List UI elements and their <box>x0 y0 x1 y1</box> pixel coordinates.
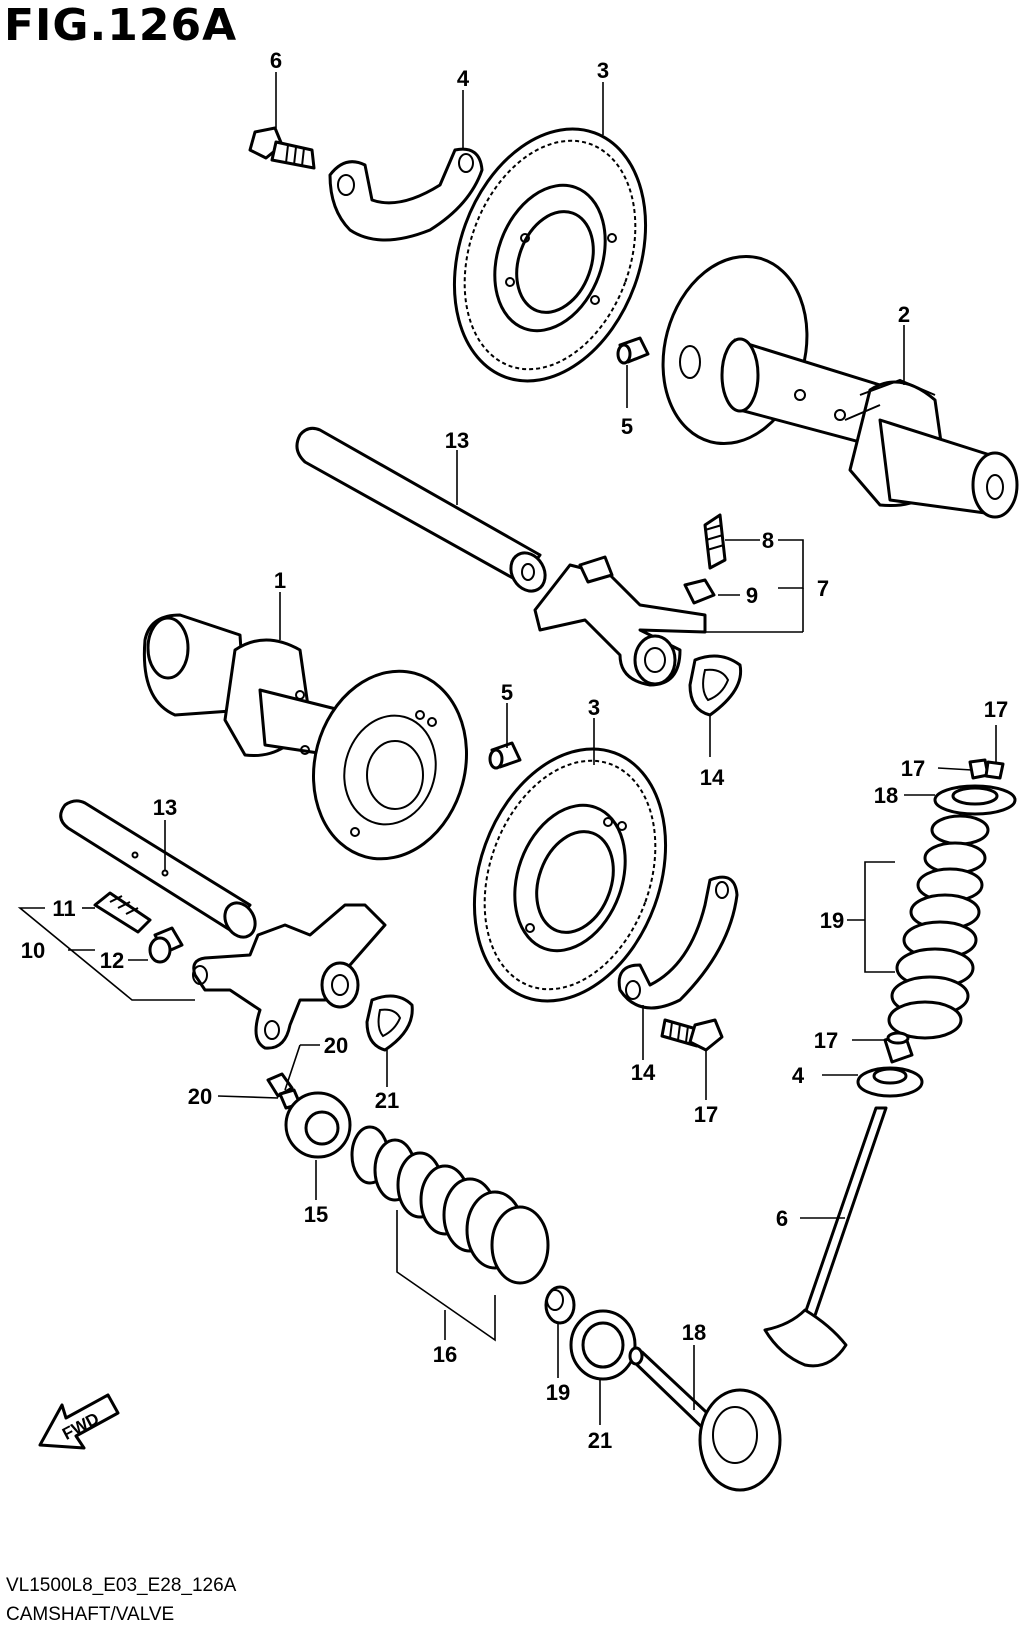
part-13-rocker-shaft-lower <box>59 799 257 939</box>
part-20-seat-left <box>569 1309 637 1381</box>
callout-20: 21 <box>588 1428 612 1453</box>
callout-4: 4 <box>457 66 470 91</box>
part-19-spring-right <box>887 814 990 1040</box>
callout-21: 17 <box>814 1028 838 1053</box>
part-19-spring-left <box>350 1125 550 1285</box>
callout-17: 20 <box>188 1084 212 1109</box>
part-14-retainer-lower <box>365 994 414 1052</box>
callout-13: 13 <box>445 428 469 453</box>
callout-5: 5 <box>621 414 633 439</box>
callout-9: 9 <box>746 583 758 608</box>
part-5-pin-top <box>616 336 650 365</box>
part-6-bolt-lower <box>660 1018 724 1052</box>
part-10-rocker-arm-lower <box>93 891 387 1050</box>
callout-8: 8 <box>762 528 774 553</box>
callout-11: 11 <box>52 896 75 921</box>
part-16-valve-left <box>628 1346 782 1492</box>
callout-1: 1 <box>274 568 286 593</box>
callout-19: 19 <box>820 908 844 933</box>
callout-5: 5 <box>501 680 513 705</box>
callout-7: 7 <box>817 576 829 601</box>
callout-15: 6 <box>776 1206 788 1231</box>
callout-2: 2 <box>898 302 910 327</box>
callout-3: 3 <box>597 58 609 83</box>
part-15-valve-right <box>763 1106 888 1368</box>
callout-3: 3 <box>588 695 600 720</box>
part-6-bolt-top <box>248 126 316 170</box>
callout-21: 19 <box>546 1380 570 1405</box>
callout-17: 17 <box>984 697 1008 722</box>
part-3-gear-top <box>452 127 648 383</box>
callout-labels: 6 4 3 2 5 13 8 9 7 1 5 3 14 17 17 18 13 … <box>21 48 1008 1453</box>
callout-19: 16 <box>433 1342 457 1367</box>
callout-12: 12 <box>100 948 124 973</box>
callout-18: 18 <box>874 783 898 808</box>
callout-13: 13 <box>153 795 177 820</box>
part-17-cotter-right <box>968 758 1005 780</box>
callout-17: 17 <box>901 756 925 781</box>
leader-lines <box>17 72 997 1425</box>
callout-6: 17 <box>694 1102 718 1127</box>
callout-16: 18 <box>682 1320 706 1345</box>
callout-14: 21 <box>375 1088 399 1113</box>
callout-18: 15 <box>304 1202 328 1227</box>
part-4-bracket-top <box>328 147 484 242</box>
part-1-camshaft <box>142 613 469 861</box>
part-21-seal-left <box>544 1285 576 1325</box>
part-4-bracket-lower <box>617 875 739 1010</box>
part-13-rocker-shaft-top <box>295 426 547 593</box>
part-7-rocker-arm-top <box>533 513 727 687</box>
callout-4: 14 <box>631 1060 656 1085</box>
part-3-gear-lower <box>472 747 668 1003</box>
callout-6: 6 <box>270 48 282 73</box>
part-20-seat-right <box>856 1066 924 1098</box>
part-5-pin-lower <box>488 741 522 770</box>
callout-17: 20 <box>324 1033 348 1058</box>
figure-code: VL1500L8_E03_E28_126A <box>6 1575 237 1596</box>
part-21-seal-right <box>883 1031 914 1064</box>
fwd-arrow: FWD <box>38 1393 120 1450</box>
callout-20: 4 <box>792 1063 805 1088</box>
figure-title: FIG.126A <box>4 0 238 51</box>
part-18-retainer-left <box>284 1091 352 1159</box>
callout-14: 14 <box>700 765 725 790</box>
part-18-retainer-right <box>933 784 1017 816</box>
figure-caption: CAMSHAFT/VALVE <box>6 1604 175 1625</box>
part-14-retainer-top <box>688 654 743 717</box>
callout-10: 10 <box>21 938 45 963</box>
part-2-camshaft <box>661 254 1019 519</box>
